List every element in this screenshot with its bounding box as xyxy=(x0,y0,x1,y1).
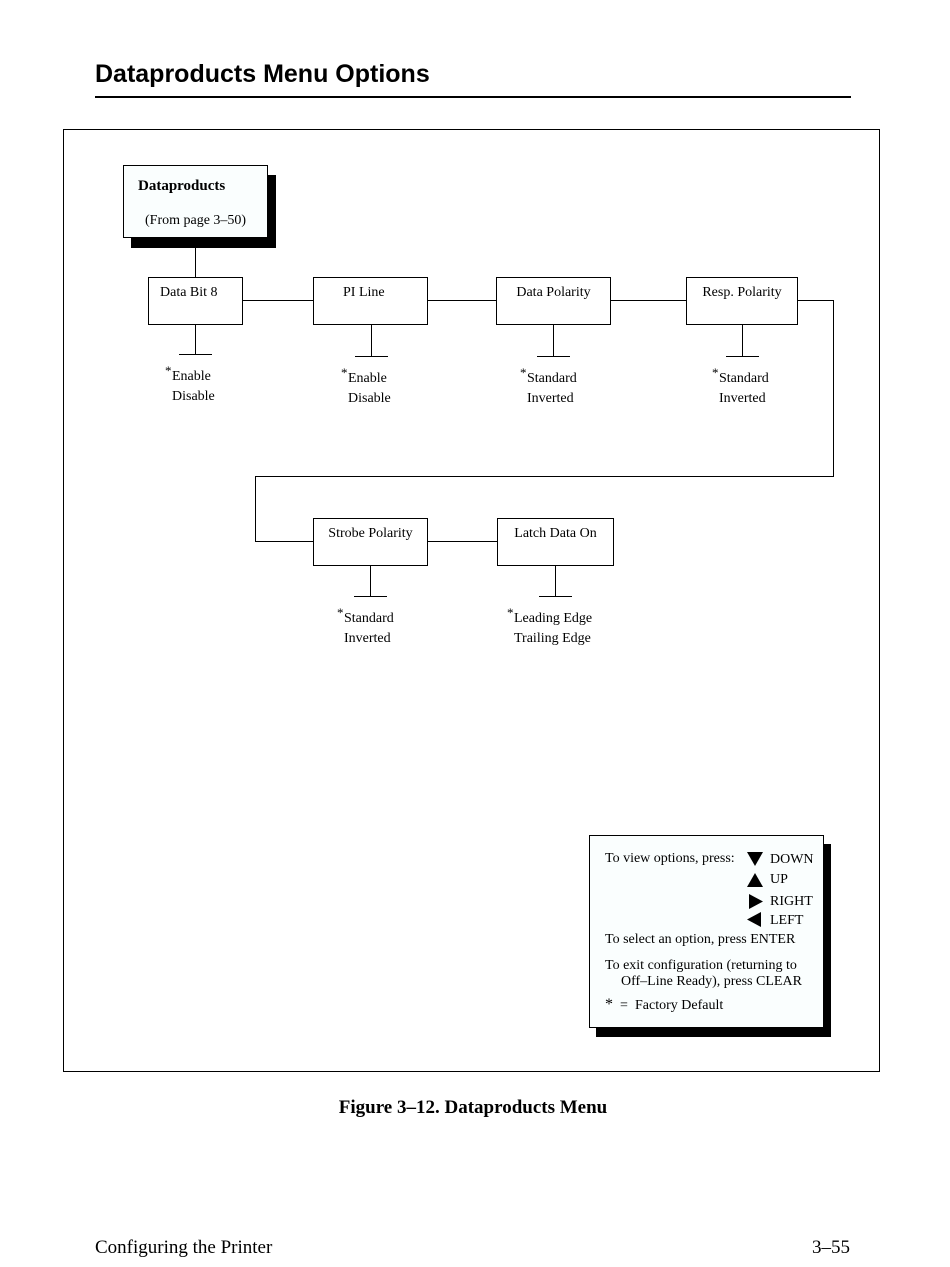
menu-box-resp-polarity: Resp. Polarity xyxy=(686,277,798,325)
option-stem xyxy=(355,356,388,357)
connector xyxy=(428,300,496,301)
default-marker: * xyxy=(520,365,527,380)
option-stem xyxy=(371,324,372,357)
connector xyxy=(255,476,834,477)
default-marker: * xyxy=(165,363,172,378)
legend-box: To view options, press: DOWN UP RIGHT LE… xyxy=(589,835,824,1028)
connector xyxy=(255,541,313,542)
legend-default-text: Factory Default xyxy=(635,998,724,1013)
option-stem xyxy=(370,565,371,597)
menu-box-latch-data-on: Latch Data On xyxy=(497,518,614,566)
legend-exit-line-1: To exit configuration (returning to xyxy=(605,958,797,973)
arrow-down-icon xyxy=(747,852,763,866)
option: Inverted xyxy=(719,391,766,406)
option-list-latch-data-on: * Leading Edge Trailing Edge xyxy=(507,605,593,649)
connector xyxy=(243,300,313,301)
option-list-data-bit-8: * Enable Disable xyxy=(165,363,215,407)
default-marker: * xyxy=(337,605,344,620)
option-stem xyxy=(742,324,743,357)
root-subtitle: (From page 3–50) xyxy=(145,213,247,228)
default-marker: * xyxy=(341,365,348,380)
option-list-data-polarity: * Standard Inverted xyxy=(520,365,577,409)
option-stem xyxy=(539,596,572,597)
figure-frame xyxy=(63,129,880,1072)
legend-default-star: * xyxy=(605,996,613,1013)
root-menu-box: Dataproducts (From page 3–50) xyxy=(123,165,268,238)
legend-select-text: To select an option, press ENTER xyxy=(605,932,796,947)
connector xyxy=(798,300,834,301)
menu-box-label: Data Bit 8 xyxy=(160,285,218,300)
connector xyxy=(428,541,497,542)
legend-up: UP xyxy=(770,872,788,887)
default-marker: * xyxy=(507,605,514,620)
option-default: Standard xyxy=(719,371,769,386)
legend-default-equals: = xyxy=(620,998,628,1013)
menu-box-data-polarity: Data Polarity xyxy=(496,277,611,325)
figure-caption: Figure 3–12. Dataproducts Menu xyxy=(338,1097,608,1118)
option-stem xyxy=(537,356,570,357)
menu-box-pi-line: PI Line xyxy=(313,277,428,325)
legend-view-text: To view options, press: xyxy=(605,851,735,866)
connector xyxy=(611,300,686,301)
option: Inverted xyxy=(527,391,574,406)
title-rule xyxy=(95,96,851,98)
menu-box-label: Resp. Polarity xyxy=(702,285,782,300)
option-stem xyxy=(354,596,387,597)
footer-page-number: 3–55 xyxy=(812,1237,850,1258)
menu-box-strobe-polarity: Strobe Polarity xyxy=(313,518,428,566)
legend-left: LEFT xyxy=(770,913,804,928)
connector xyxy=(255,476,256,542)
footer-section-title: Configuring the Printer xyxy=(95,1237,273,1258)
menu-box-label: Data Polarity xyxy=(516,285,591,300)
menu-box-data-bit-8: Data Bit 8 xyxy=(148,277,243,325)
option-default: Enable xyxy=(172,369,211,384)
option-stem xyxy=(555,565,556,597)
option-list-pi-line: * Enable Disable xyxy=(341,365,391,409)
option-stem xyxy=(195,324,196,355)
root-title: Dataproducts xyxy=(138,178,226,194)
arrow-up-icon xyxy=(747,873,763,887)
option-default: Leading Edge xyxy=(514,611,593,626)
arrow-right-icon xyxy=(749,894,763,909)
option: Inverted xyxy=(344,631,391,646)
connector xyxy=(195,238,196,277)
legend-right: RIGHT xyxy=(770,894,813,909)
option: Disable xyxy=(172,389,215,404)
menu-box-label: Latch Data On xyxy=(514,526,597,541)
option-default: Standard xyxy=(344,611,394,626)
default-marker: * xyxy=(712,365,719,380)
connector xyxy=(833,300,834,477)
menu-box-label: PI Line xyxy=(343,285,385,300)
menu-box-label: Strobe Polarity xyxy=(328,526,413,541)
option: Disable xyxy=(348,391,391,406)
page-title: Dataproducts Menu Options xyxy=(95,60,430,88)
option: Trailing Edge xyxy=(514,631,591,646)
option-default: Standard xyxy=(527,371,577,386)
option-list-resp-polarity: * Standard Inverted xyxy=(712,365,769,409)
legend-down: DOWN xyxy=(770,852,814,867)
option-stem xyxy=(179,354,212,355)
option-stem xyxy=(553,324,554,357)
legend-exit-line-2: Off–Line Ready), press CLEAR xyxy=(621,974,802,989)
option-stem xyxy=(726,356,759,357)
option-list-strobe-polarity: * Standard Inverted xyxy=(337,605,394,649)
option-default: Enable xyxy=(348,371,387,386)
arrow-left-icon xyxy=(747,912,761,927)
